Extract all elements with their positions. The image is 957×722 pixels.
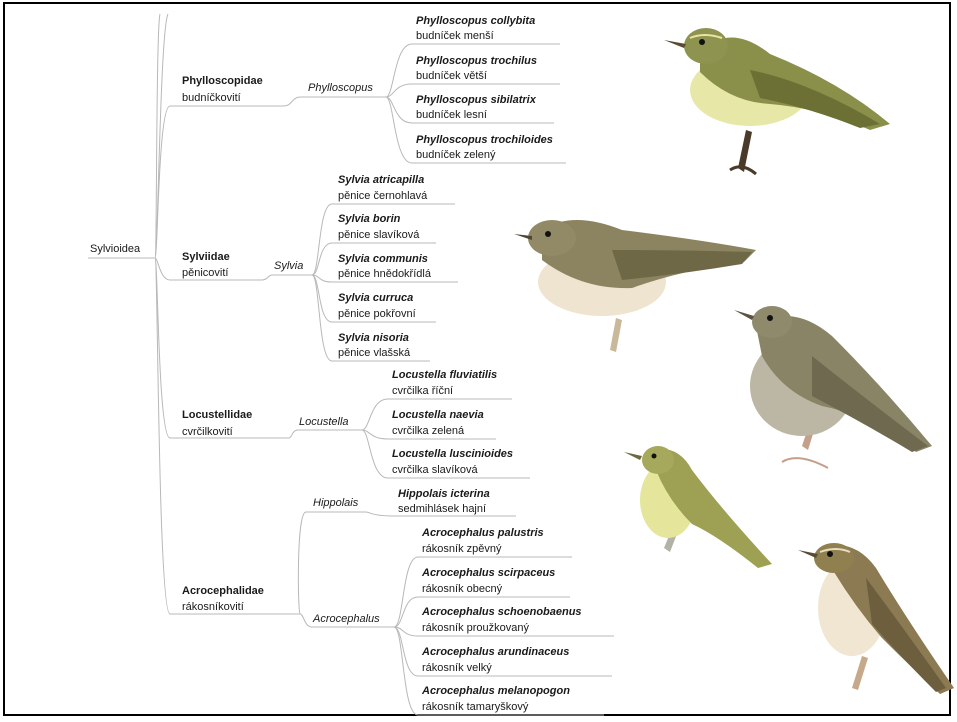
species-latin: Acrocephalus scirpaceus bbox=[422, 566, 555, 580]
species-czech: pěnice černohlavá bbox=[338, 189, 427, 203]
species-czech: cvrčilka slavíková bbox=[392, 463, 478, 477]
species-latin: Acrocephalus melanopogon bbox=[422, 684, 570, 698]
species-czech: rákosník obecný bbox=[422, 582, 502, 596]
species-latin: Locustella fluviatilis bbox=[392, 368, 497, 382]
species-czech: rákosník tamaryškový bbox=[422, 700, 528, 714]
species-latin: Acrocephalus palustris bbox=[422, 526, 544, 540]
species-latin: Phylloscopus sibilatrix bbox=[416, 93, 536, 107]
species-latin: Acrocephalus schoenobaenus bbox=[422, 605, 582, 619]
family-sylviidae-name: Sylviidae bbox=[182, 250, 230, 264]
species-czech: cvrčilka říční bbox=[392, 384, 453, 398]
family-phylloscopidae-czech: budníčkovití bbox=[182, 91, 241, 105]
genus-sylvia: Sylvia bbox=[274, 259, 303, 273]
species-latin: Sylvia communis bbox=[338, 252, 428, 266]
species-czech: cvrčilka zelená bbox=[392, 424, 464, 438]
genus-phylloscopus: Phylloscopus bbox=[308, 81, 373, 95]
species-czech: sedmihlásek hajní bbox=[398, 502, 486, 516]
genus-hippolais: Hippolais bbox=[313, 496, 358, 510]
species-latin: Locustella luscinioides bbox=[392, 447, 513, 461]
species-latin: Hippolais icterina bbox=[398, 487, 490, 501]
genus-locustella: Locustella bbox=[299, 415, 349, 429]
species-czech: budníček lesní bbox=[416, 108, 487, 122]
species-czech: pěnice vlašská bbox=[338, 346, 410, 360]
branch-root-sylviidae bbox=[155, 258, 170, 280]
bird-illustration-hippolais bbox=[622, 440, 778, 570]
root-label: Sylvioidea bbox=[90, 242, 140, 256]
genus-acrocephalus: Acrocephalus bbox=[313, 612, 380, 626]
species-latin: Phylloscopus trochiloides bbox=[416, 133, 553, 147]
species-latin: Acrocephalus arundinaceus bbox=[422, 645, 569, 659]
family-locustellidae-name: Locustellidae bbox=[182, 408, 252, 422]
species-czech: budníček větší bbox=[416, 69, 487, 83]
species-czech: pěnice pokřovní bbox=[338, 307, 416, 321]
species-latin: Phylloscopus trochilus bbox=[416, 54, 537, 68]
species-czech: rákosník zpěvný bbox=[422, 542, 501, 556]
species-czech: budníček menší bbox=[416, 29, 494, 43]
species-latin: Sylvia borin bbox=[338, 212, 400, 226]
species-latin: Phylloscopus collybita bbox=[416, 14, 535, 28]
family-locustellidae-czech: cvrčilkovití bbox=[182, 425, 233, 439]
species-latin: Sylvia curruca bbox=[338, 291, 413, 305]
species-latin: Sylvia atricapilla bbox=[338, 173, 424, 187]
species-latin: Locustella naevia bbox=[392, 408, 484, 422]
species-czech: rákosník proužkovaný bbox=[422, 621, 529, 635]
bird-illustration-acrocephalus bbox=[796, 538, 956, 698]
species-latin: Sylvia nisoria bbox=[338, 331, 409, 345]
family-phylloscopidae-name: Phylloscopidae bbox=[182, 74, 263, 88]
species-czech: rákosník velký bbox=[422, 661, 492, 675]
family-acrocephalidae-czech: rákosníkovití bbox=[182, 600, 244, 614]
species-czech: budníček zelený bbox=[416, 148, 496, 162]
species-czech: pěnice slavíková bbox=[338, 228, 419, 242]
bird-illustration-sylvia bbox=[512, 210, 762, 360]
bird-illustration-phylloscopus bbox=[660, 12, 910, 182]
family-sylviidae-czech: pěnicovití bbox=[182, 266, 228, 280]
family-acrocephalidae-name: Acrocephalidae bbox=[182, 584, 264, 598]
species-czech: pěnice hnědokřídlá bbox=[338, 267, 431, 281]
